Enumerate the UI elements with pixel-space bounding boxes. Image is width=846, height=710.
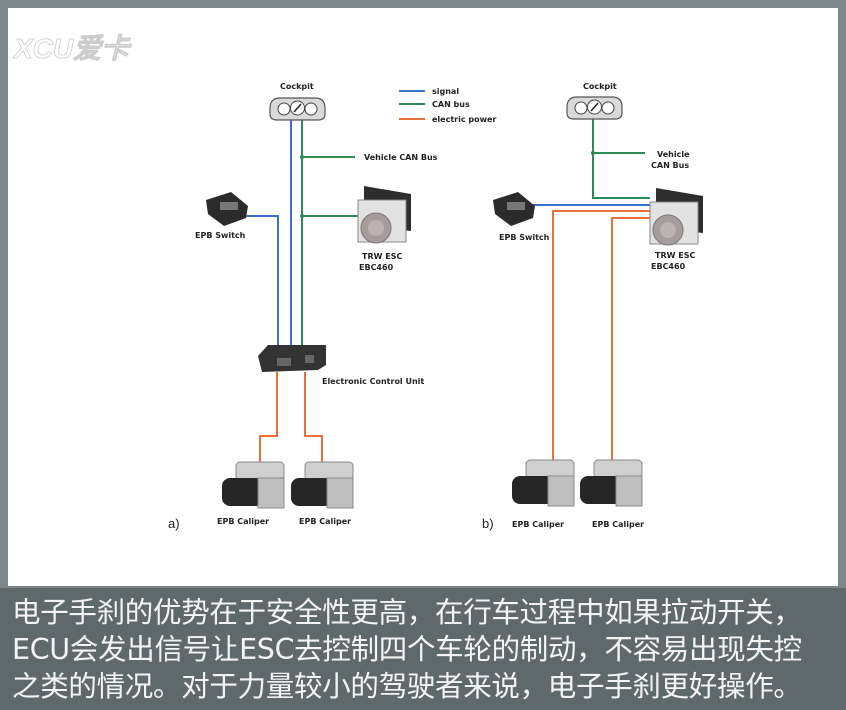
ecu-label: Electronic Control Unit xyxy=(322,377,424,386)
caption-line-1: 电子手刹的优势在于安全性更高，在行车过程中如果拉动开关， xyxy=(12,596,802,629)
epb-switch-label: EPB Switch xyxy=(195,231,246,240)
legend-can-label: CAN bus xyxy=(432,100,470,109)
esc-module-icon xyxy=(649,187,704,246)
diagram-panel: XCU爱卡 signal CAN bus electric power Cock… xyxy=(8,8,838,586)
caliper-right-label: EPB Caliper xyxy=(299,517,351,526)
wire-power-right xyxy=(611,217,650,460)
cockpit-icon xyxy=(566,96,623,120)
epb-switch-icon xyxy=(206,192,248,226)
cockpit-label: Cockpit xyxy=(583,82,617,91)
esc-label: TRW ESC xyxy=(362,252,402,261)
svg-text:XCU爱卡: XCU爱卡 xyxy=(12,33,132,64)
diagram-a: Cockpit Vehicle CAN Bus TRW ESC EBC460 E… xyxy=(168,82,438,531)
wire-power-left xyxy=(259,372,278,462)
epb-switch-icon xyxy=(493,192,535,226)
watermark-logo: XCU爱卡 xyxy=(12,33,133,65)
caliper-right-label: EPB Caliper xyxy=(592,520,644,529)
diagram-b-tag: b) xyxy=(482,516,494,531)
ecu-icon xyxy=(258,345,326,372)
esc-model-label: EBC460 xyxy=(651,262,686,271)
wire-power-left xyxy=(552,210,650,460)
legend-signal-label: signal xyxy=(432,87,459,96)
legend: signal CAN bus electric power xyxy=(399,87,496,124)
diagram-b: Cockpit Vehicle CAN Bus TRW ESC EBC460 E… xyxy=(482,82,704,531)
esc-module-icon xyxy=(357,185,412,244)
caliper-left-icon xyxy=(511,459,575,507)
esc-label: TRW ESC xyxy=(655,251,695,260)
wire-can-main xyxy=(592,118,650,199)
epb-switch-label: EPB Switch xyxy=(499,233,550,242)
vehicle-can-bus-label: Vehicle CAN Bus xyxy=(364,153,438,162)
caption: 电子手刹的优势在于安全性更高，在行车过程中如果拉动开关， ECU会发出信号让ES… xyxy=(0,588,846,710)
legend-power-label: electric power xyxy=(432,115,496,124)
caption-line-3: 之类的情况。对于力量较小的驾驶者来说，电子手刹更好操作。 xyxy=(12,670,802,703)
caliper-left-icon xyxy=(221,461,285,509)
caliper-right-icon xyxy=(290,461,354,509)
caliper-left-label: EPB Caliper xyxy=(217,517,269,526)
diagram-a-tag: a) xyxy=(168,516,180,531)
esc-model-label: EBC460 xyxy=(359,263,394,272)
caliper-right-icon xyxy=(579,459,643,507)
caption-line-2: ECU会发出信号让ESC去控制四个车轮的制动，不容易出现失控 xyxy=(12,633,802,666)
wire-signal-switch-ecu xyxy=(246,215,279,348)
can-bus-label: CAN Bus xyxy=(651,161,689,170)
cockpit-icon xyxy=(269,97,326,121)
epb-diagram: XCU爱卡 signal CAN bus electric power Cock… xyxy=(12,33,704,531)
caliper-left-label: EPB Caliper xyxy=(512,520,564,529)
vehicle-label: Vehicle xyxy=(657,150,690,159)
cockpit-label: Cockpit xyxy=(280,82,314,91)
wire-power-right xyxy=(304,372,323,462)
